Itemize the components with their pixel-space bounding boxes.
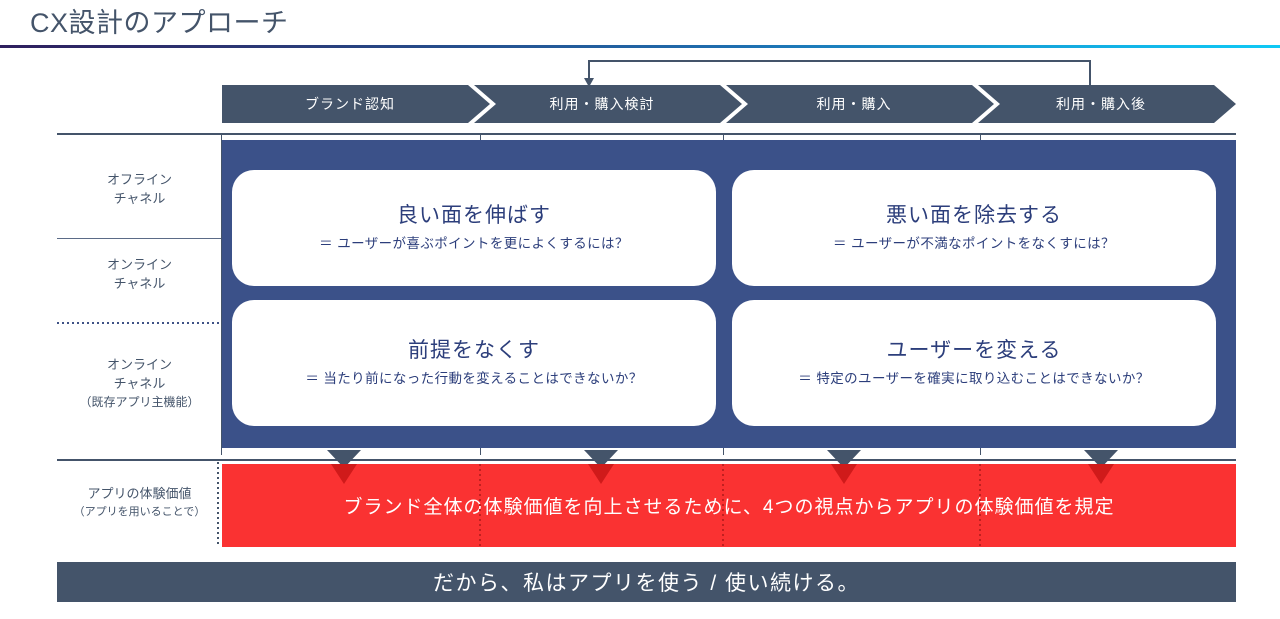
row-label-online-channel: オンライン チャネル xyxy=(57,255,222,293)
stage-label-1: ブランド認知 xyxy=(305,96,395,112)
value-proposition-text: ブランド全体の体験価値を向上させるために、4つの視点からアプリの体験価値を規定 xyxy=(343,497,1115,518)
strategy-card-4-title: ユーザーを変える xyxy=(886,339,1062,362)
row-label-offline-line1: オフライン xyxy=(106,172,172,187)
strategy-card-1-title: 良い面を伸ばす xyxy=(397,204,551,227)
matrix-left-vertical-line xyxy=(221,133,222,455)
stage-chevron-3[interactable]: 利用・購入 xyxy=(726,85,994,123)
matrix-top-rule xyxy=(57,133,1236,135)
strategy-card-3[interactable]: 前提をなくす ＝ 当たり前になった行動を変えることはできないか？ xyxy=(232,300,716,426)
connector-triangle-red-1 xyxy=(331,464,357,484)
row-separator-1 xyxy=(57,238,222,239)
red-banner-seam-1 xyxy=(479,464,481,547)
row-label-online-line2: チャネル xyxy=(113,276,166,291)
connector-triangle-navy-3 xyxy=(827,450,861,468)
stage-chevron-1[interactable]: ブランド認知 xyxy=(222,85,490,123)
conclusion-bar: だから、私はアプリを使う / 使い続ける。 xyxy=(57,562,1236,602)
title-divider-rule xyxy=(0,45,1280,48)
loop-left-vertical-line xyxy=(588,60,590,80)
strategy-card-3-title: 前提をなくす xyxy=(408,339,540,362)
row-label-offline-channel: オフライン チャネル xyxy=(57,170,222,208)
row-label-app-sub: （既存アプリ主機能） xyxy=(79,395,200,409)
row-label-offline-line2: チャネル xyxy=(113,191,166,206)
loop-right-vertical-line xyxy=(1089,60,1091,90)
value-row-left-dotted-line xyxy=(217,462,219,547)
strategy-card-3-subtitle: ＝ 当たり前になった行動を変えることはできないか？ xyxy=(305,371,643,386)
strategy-card-1-subtitle: ＝ ユーザーが喜ぶポイントを更によくするには？ xyxy=(319,236,629,251)
red-banner-seam-3 xyxy=(979,464,981,547)
row-label-online-line1: オンライン xyxy=(106,257,172,272)
loop-horizontal-line xyxy=(588,60,1091,62)
connector-triangle-navy-2 xyxy=(584,450,618,468)
stage-label-4: 利用・購入後 xyxy=(1056,96,1146,112)
row-label-app-experience-value: アプリの体験価値 （アプリを用いることで） xyxy=(57,484,222,522)
connector-triangle-red-4 xyxy=(1088,464,1114,484)
row-separator-dotted xyxy=(57,322,222,324)
page-title: CX設計のアプローチ xyxy=(30,8,289,38)
stage-label-2: 利用・購入検討 xyxy=(549,96,655,112)
strategy-card-2-subtitle: ＝ ユーザーが不満なポイントをなくすには？ xyxy=(833,236,1115,251)
red-banner-seam-2 xyxy=(722,464,724,547)
strategy-card-1[interactable]: 良い面を伸ばす ＝ ユーザーが喜ぶポイントを更によくするには？ xyxy=(232,170,716,286)
row-label-app-line1: オンライン xyxy=(106,357,172,372)
strategy-card-4-subtitle: ＝ 特定のユーザーを確実に取り込むことはできないか？ xyxy=(798,371,1150,386)
value-proposition-banner: ブランド全体の体験価値を向上させるために、4つの視点からアプリの体験価値を規定 xyxy=(222,464,1236,547)
stage-chevron-4[interactable]: 利用・購入後 xyxy=(978,85,1236,123)
connector-triangle-red-3 xyxy=(831,464,857,484)
feedback-loop-arrow xyxy=(584,60,1091,90)
strategy-card-2-title: 悪い面を除去する xyxy=(886,204,1062,227)
stage-label-3: 利用・購入 xyxy=(816,96,892,112)
strategy-card-2[interactable]: 悪い面を除去する ＝ ユーザーが不満なポイントをなくすには？ xyxy=(732,170,1216,286)
connector-triangle-navy-1 xyxy=(327,450,361,468)
conclusion-text: だから、私はアプリを使う / 使い続ける。 xyxy=(432,572,860,595)
value-row-label-main: アプリの体験価値 xyxy=(87,486,192,501)
stage-chevron-2[interactable]: 利用・購入検討 xyxy=(474,85,742,123)
row-label-app-line2: チャネル xyxy=(113,376,166,391)
value-row-top-rule xyxy=(57,459,1236,461)
connector-triangle-navy-4 xyxy=(1084,450,1118,468)
row-label-online-app-channel: オンライン チャネル （既存アプリ主機能） xyxy=(57,355,222,412)
value-row-label-sub: （アプリを用いることで） xyxy=(73,506,206,518)
journey-stage-bar: ブランド認知 利用・購入検討 利用・購入 利用・購入後 xyxy=(222,85,1236,123)
connector-triangle-red-2 xyxy=(588,464,614,484)
loop-arrowhead-icon xyxy=(584,78,594,87)
strategy-card-4[interactable]: ユーザーを変える ＝ 特定のユーザーを確実に取り込むことはできないか？ xyxy=(732,300,1216,426)
